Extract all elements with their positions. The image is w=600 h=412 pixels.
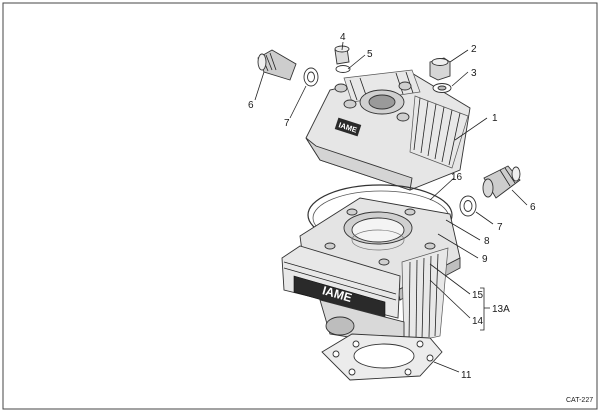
head-nut: [429, 57, 451, 81]
callout-1: 1: [492, 113, 498, 124]
head-brand-plate: [334, 117, 362, 137]
cylinder-head: IAME: [305, 69, 471, 191]
callout-5: 5: [367, 49, 373, 60]
water-fitting-left: [257, 49, 297, 81]
catalog-code: CAT-227: [566, 397, 593, 404]
callout-16: 16: [451, 172, 463, 183]
callout-7-right: 7: [497, 222, 503, 233]
sealing-washer: [335, 65, 351, 73]
callout-13A: 13A: [492, 304, 510, 315]
callout-7-left: 7: [284, 118, 290, 129]
callout-2: 2: [471, 44, 477, 55]
leader-lines: [254, 41, 528, 373]
callout-labels: 1 2 3 4 5 6 6 7 7 8 9 11 13A 14 15 16: [248, 32, 536, 381]
callout-9: 9: [482, 254, 488, 265]
callout-15: 15: [472, 290, 484, 301]
base-gasket: [321, 333, 443, 381]
cylinder-body: IAME: [281, 197, 461, 347]
callout-4: 4: [340, 32, 346, 43]
callout-3: 3: [471, 68, 477, 79]
water-fitting-right: [482, 165, 521, 199]
callout-6-right: 6: [530, 202, 536, 213]
callout-14: 14: [472, 316, 484, 327]
callout-6-left: 6: [248, 100, 254, 111]
callout-8: 8: [484, 236, 490, 247]
callout-11: 11: [461, 370, 472, 381]
